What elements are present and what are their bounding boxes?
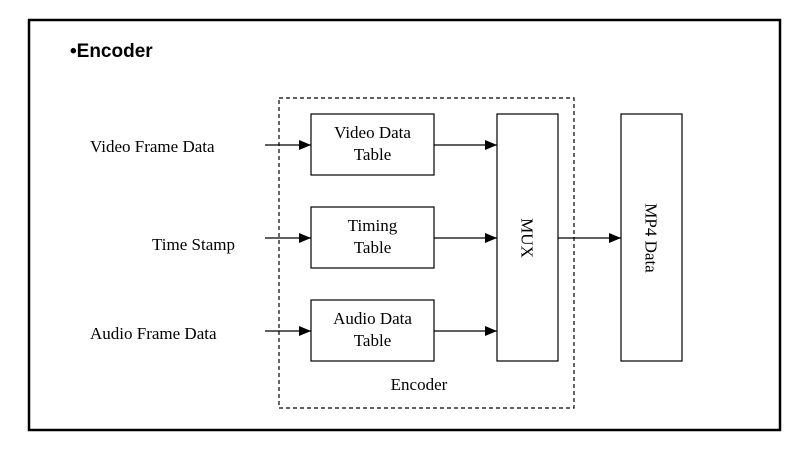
video-data-table-box: Video Data Table	[310, 113, 435, 176]
timing-table-line2: Table	[354, 238, 392, 257]
diagram-title: •Encoder	[70, 41, 153, 62]
mp4-data-box: MP4 Data	[620, 113, 683, 362]
input-label-time-stamp: Time Stamp	[152, 235, 235, 254]
input-label-audio-frame-data: Audio Frame Data	[90, 324, 217, 343]
outer-frame	[27, 18, 782, 432]
encoder-label: Encoder	[391, 375, 448, 394]
audio-data-table-box: Audio Data Table	[310, 299, 435, 362]
audio-data-table-line2: Table	[354, 331, 392, 350]
encoder-boundary	[278, 97, 575, 409]
audio-data-table-line1: Audio Data	[333, 309, 412, 328]
mp4-data-label: MP4 Data	[642, 203, 661, 273]
input-label-video-frame-data: Video Frame Data	[90, 137, 215, 156]
video-data-table-line1: Video Data	[334, 123, 411, 142]
timing-table-line1: Timing	[348, 216, 398, 235]
timing-table-box: Timing Table	[310, 206, 435, 269]
video-data-table-line2: Table	[354, 145, 392, 164]
mux-box: MUX	[496, 113, 559, 362]
mux-label: MUX	[518, 218, 537, 258]
